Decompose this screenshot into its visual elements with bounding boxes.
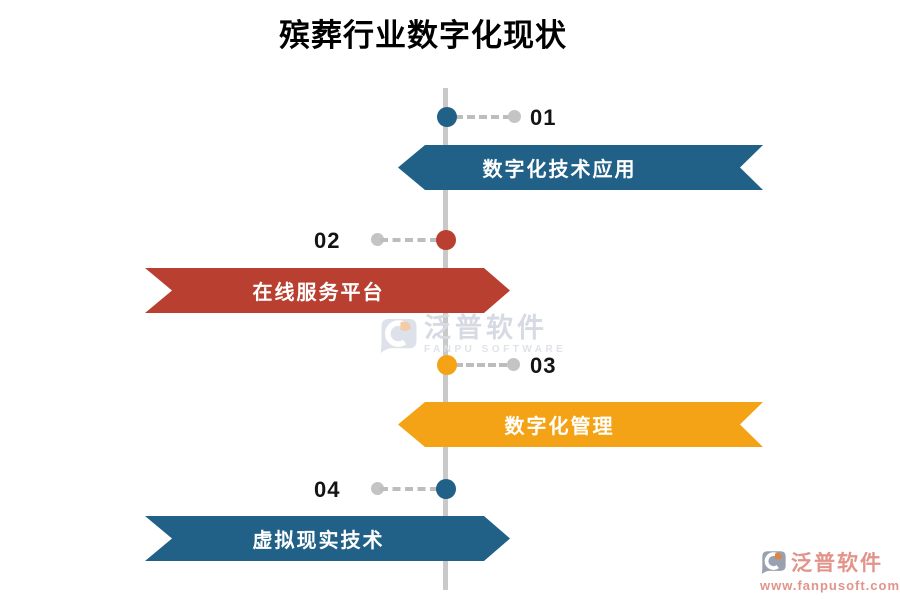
milestone-dot	[436, 230, 456, 250]
watermark-subtitle: FANPU SOFTWARE	[424, 344, 567, 355]
milestone-dot	[436, 479, 456, 499]
connector-dash	[455, 363, 507, 367]
milestone-number: 03	[530, 353, 557, 378]
connector-dash	[380, 238, 438, 242]
banner-online-service-platform: 在线服务平台	[145, 268, 510, 313]
milestone-dot	[437, 355, 457, 375]
banner-digital-tech-application: 数字化技术应用	[398, 145, 763, 190]
connector-end-dot	[507, 358, 520, 371]
connector-end-dot	[371, 482, 384, 495]
connector-end-dot	[508, 110, 521, 123]
brand-mark: 泛普软件 www.fanpusoft.com	[760, 547, 900, 593]
milestone-number: 04	[314, 477, 341, 502]
milestone-number: 02	[314, 228, 341, 253]
watermark-logo-icon	[380, 318, 417, 354]
connector-dash	[380, 487, 438, 491]
connector-dash	[455, 115, 511, 119]
connector-end-dot	[371, 233, 384, 246]
watermark-name: 泛普软件	[424, 313, 548, 343]
milestone-number: 01	[530, 105, 557, 130]
banner-label: 数字化管理	[504, 416, 615, 438]
banner-label: 在线服务平台	[252, 282, 385, 304]
brand-url: www.fanpusoft.com	[760, 578, 900, 593]
brand-logo-icon	[761, 551, 786, 575]
banner-label: 数字化技术应用	[482, 159, 637, 181]
banner-label: 虚拟现实技术	[252, 530, 385, 552]
milestone-dot	[437, 107, 457, 127]
banner-virtual-reality-tech: 虚拟现实技术	[145, 516, 510, 561]
page-title: 殡葬行业数字化现状	[279, 18, 567, 53]
watermark: 泛普软件 FANPU SOFTWARE	[378, 314, 566, 356]
banner-digital-management: 数字化管理	[398, 402, 763, 447]
timeline-axis	[443, 88, 448, 590]
brand-name: 泛普软件	[791, 552, 883, 575]
